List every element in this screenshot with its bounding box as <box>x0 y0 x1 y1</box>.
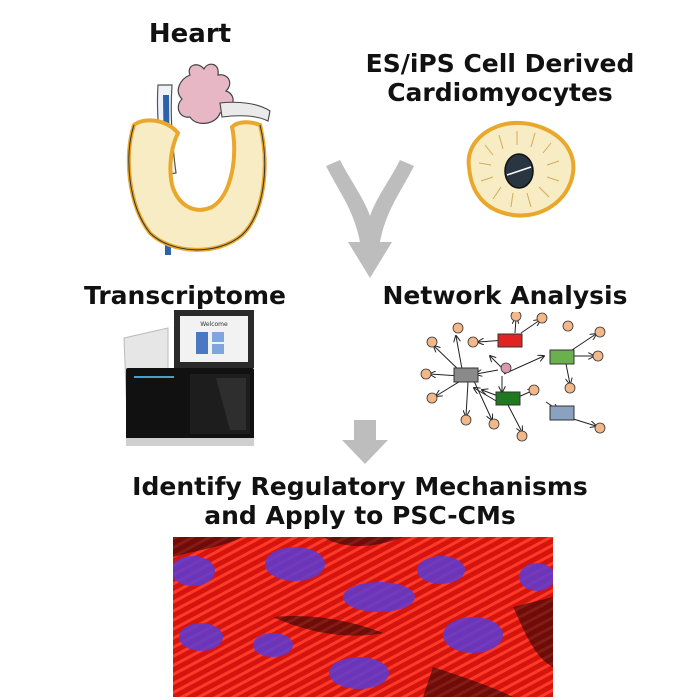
heart-illustration <box>126 63 271 256</box>
es-ips-cardiomyocytes-label: ES/iPS Cell Derived Cardiomyocytes <box>330 49 670 108</box>
identify-mechanisms-label: Identify Regulatory Mechanisms and Apply… <box>90 472 630 531</box>
gene-node-gray <box>453 367 479 383</box>
network-analysis-label: Network Analysis <box>382 281 628 310</box>
heart-muscle <box>126 118 267 252</box>
network-diagram <box>420 312 606 442</box>
psc-cm-microscopy-image <box>173 537 553 697</box>
gene-node-green-dark <box>495 391 521 406</box>
down-arrow <box>342 420 388 464</box>
transcriptome-label: Transcriptome <box>84 281 286 310</box>
gene-node-purple <box>500 362 512 374</box>
merge-arrow <box>326 160 414 278</box>
gene-node-red <box>497 333 523 348</box>
identify-label-line2: and Apply to PSC-CMs <box>204 500 516 530</box>
gene-node-green-light <box>549 349 575 365</box>
screen-text: Welcome <box>200 321 228 328</box>
sequencer-illustration: Welcome <box>123 310 254 446</box>
heart-label: Heart <box>148 19 232 49</box>
es-label-line2: Cardiomyocytes <box>387 77 613 107</box>
cardiomyocyte-illustration <box>466 120 576 218</box>
identify-label-line1: Identify Regulatory Mechanisms <box>132 472 588 501</box>
es-label-line1: ES/iPS Cell Derived <box>365 49 635 78</box>
gene-node-blue <box>549 405 575 421</box>
